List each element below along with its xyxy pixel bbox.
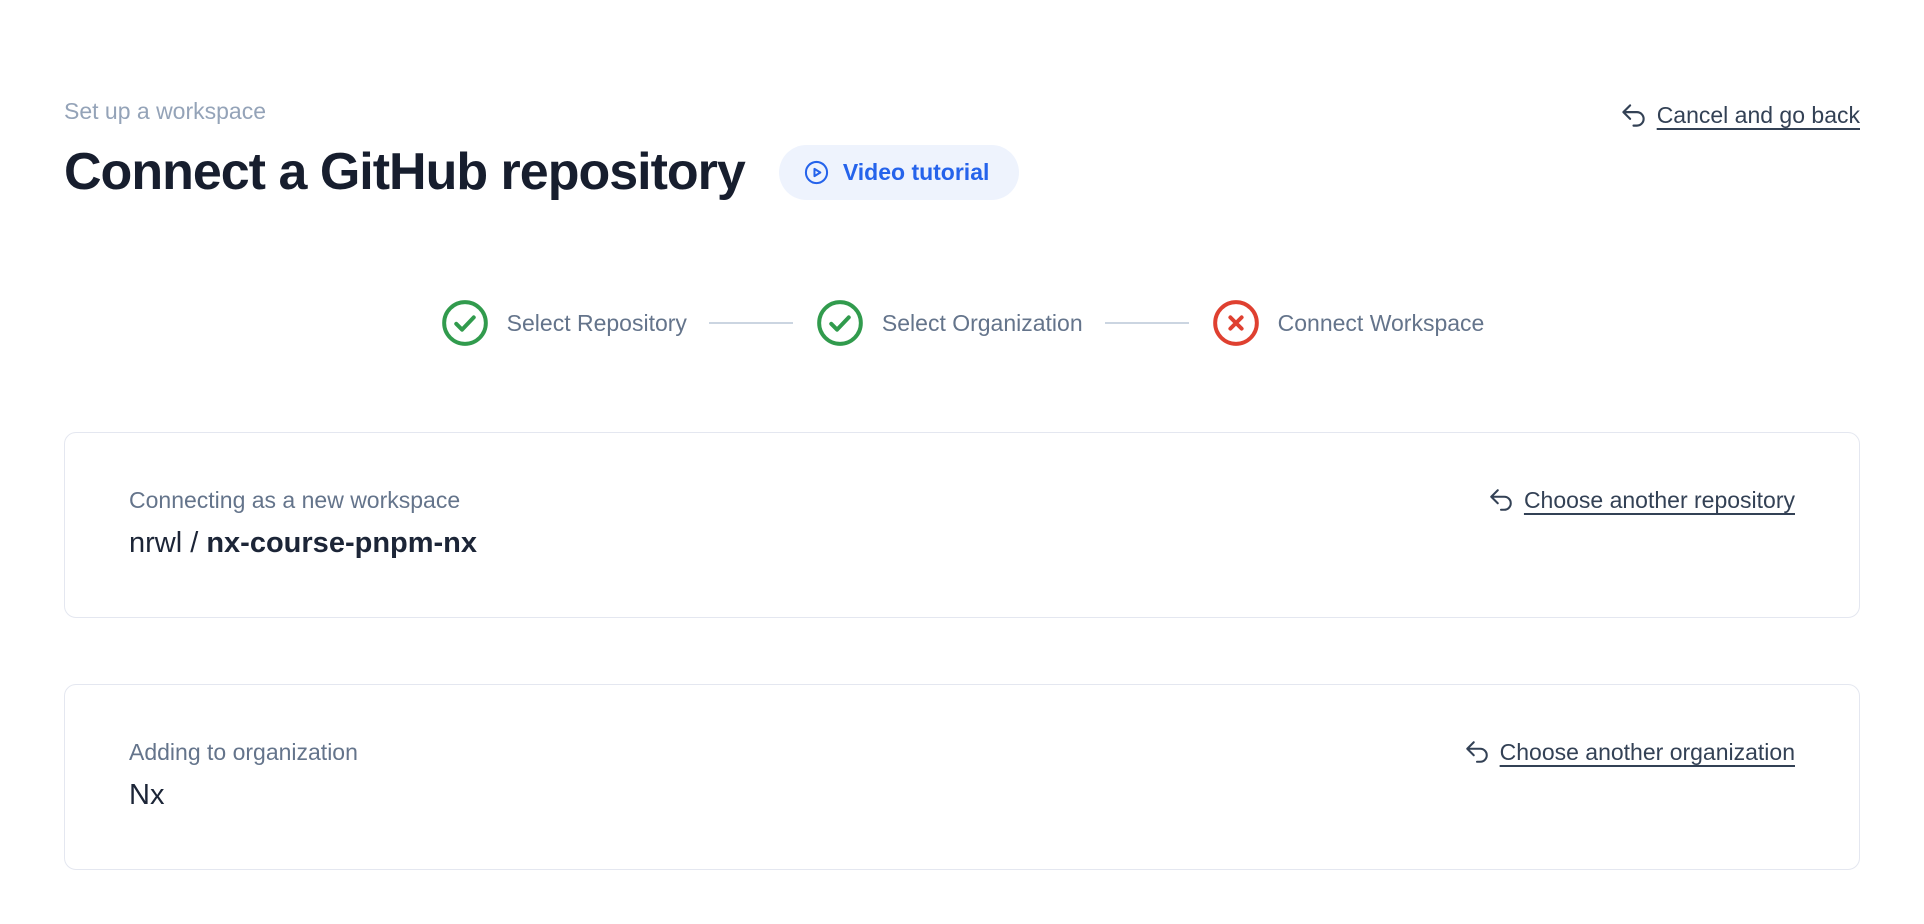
choose-another-repository-link[interactable]: Choose another repository: [1488, 485, 1795, 515]
check-circle-icon: [815, 298, 865, 348]
x-circle-icon: [1211, 298, 1261, 348]
step-connector: [708, 322, 793, 324]
video-tutorial-button[interactable]: Video tutorial: [778, 144, 1020, 200]
step-connector: [1104, 322, 1189, 324]
choose-another-organization-link[interactable]: Choose another organization: [1464, 737, 1795, 767]
stepper: Select Repository Select Organization Co…: [64, 298, 1860, 348]
title-row: Connect a GitHub repository Video tutori…: [64, 143, 1020, 201]
undo-arrow-icon: [1620, 102, 1647, 129]
page-header: Set up a workspace Connect a GitHub repo…: [64, 96, 1860, 200]
step-connect-workspace: Connect Workspace: [1211, 298, 1485, 348]
repository-card-label: Connecting as a new workspace: [129, 487, 461, 513]
check-circle-icon: [440, 298, 490, 348]
video-tutorial-label: Video tutorial: [842, 158, 990, 185]
page-title: Connect a GitHub repository: [64, 143, 746, 201]
choose-another-organization-label: Choose another organization: [1499, 739, 1795, 765]
repository-owner: nrwl /: [129, 527, 207, 559]
undo-arrow-icon: [1464, 739, 1490, 765]
step-label: Select Repository: [506, 309, 687, 336]
repository-name: nx-course-pnpm-nx: [206, 527, 478, 559]
eyebrow-text: Set up a workspace: [64, 98, 267, 124]
cancel-and-go-back-link[interactable]: Cancel and go back: [1620, 100, 1860, 130]
organization-name: Nx: [129, 779, 165, 811]
repository-full-name: nrwl / nx-course-pnpm-nx: [129, 525, 477, 561]
organization-card-label: Adding to organization: [129, 739, 358, 765]
play-circle-icon: [803, 159, 830, 186]
repository-card: Connecting as a new workspace nrwl / nx-…: [64, 432, 1860, 618]
step-label: Connect Workspace: [1277, 309, 1485, 336]
step-label: Select Organization: [881, 309, 1083, 336]
repository-card-info: Connecting as a new workspace nrwl / nx-…: [129, 485, 477, 561]
choose-another-repository-label: Choose another repository: [1523, 487, 1795, 513]
header-left: Set up a workspace Connect a GitHub repo…: [64, 96, 1020, 201]
organization-card: Adding to organization Nx Choose another…: [64, 684, 1860, 870]
step-select-repository: Select Repository: [440, 298, 687, 348]
organization-card-info: Adding to organization Nx: [129, 737, 358, 813]
cancel-label: Cancel and go back: [1656, 102, 1860, 128]
undo-arrow-icon: [1488, 487, 1514, 513]
step-select-organization: Select Organization: [815, 298, 1083, 348]
